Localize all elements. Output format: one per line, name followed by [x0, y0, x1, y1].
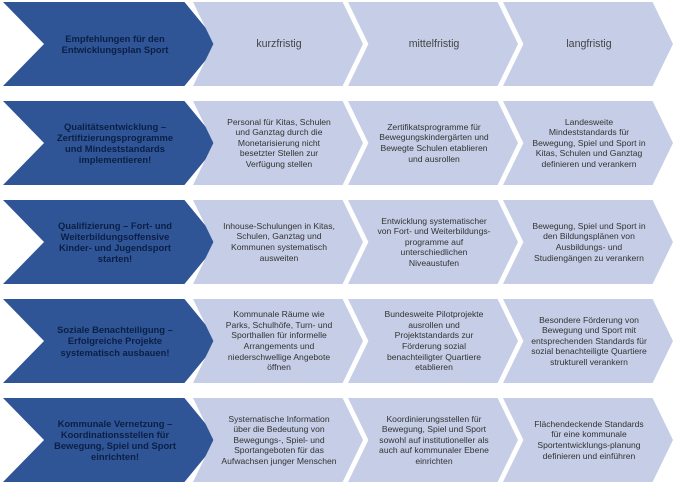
cell-short-term: Personal für Kitas, Schulen und Ganztag … — [193, 101, 363, 185]
column-langfristig: langfristig — [503, 2, 673, 86]
row-title-text: Soziale Benachteiligung – Erfolgreiche P… — [57, 324, 173, 358]
cell-text: Personal für Kitas, Schulen und Ganztag … — [227, 116, 331, 169]
cell-mid-term: Zertifikatsprogramme für Bewegungskinder… — [348, 101, 518, 185]
row-soziale-benachteiligung: Soziale Benachteiligung – Erfolgreiche P… — [0, 299, 685, 383]
header-title: Empfehlungen für den Entwicklungsplan Sp… — [3, 2, 219, 86]
row-title: Soziale Benachteiligung – Erfolgreiche P… — [3, 299, 219, 383]
cell-mid-term: Entwicklung systematischer von Fort- und… — [348, 200, 518, 284]
column-label: mittelfristig — [408, 37, 460, 50]
cell-mid-term: Bundesweite Pilotprojekte ausrollen und … — [348, 299, 518, 383]
cell-long-term: Bewegung, Spiel und Sport in den Bildung… — [503, 200, 673, 284]
row-title-text: Qualitätsentwicklung – Zertifizierungspr… — [56, 120, 174, 166]
row-title-text: Kommunale Vernetzung – Koordinationsstel… — [54, 417, 176, 463]
column-mittelfristig: mittelfristig — [348, 2, 518, 86]
cell-text: Zertifikatsprogramme für Bewegungskinder… — [379, 121, 489, 164]
row-title: Qualifizierung – Fort- und Weiterbildung… — [3, 200, 219, 284]
row-kommunale-vernetzung: Kommunale Vernetzung – Koordinationsstel… — [0, 398, 685, 482]
cell-text: Entwicklung systematischer von Fort- und… — [377, 215, 491, 268]
cell-text: Flächendeckende Standards für eine kommu… — [534, 418, 644, 461]
column-label: kurzfristig — [256, 37, 302, 50]
cell-short-term: Inhouse-Schulungen in Kitas, Schulen, Ga… — [193, 200, 363, 284]
cell-long-term: Landesweite Mindeststandards für Bewegun… — [503, 101, 673, 185]
cell-text: Landesweite Mindeststandards für Bewegun… — [532, 116, 646, 169]
cell-text: Bundesweite Pilotprojekte ausrollen und … — [384, 309, 484, 373]
cell-long-term: Flächendeckende Standards für eine kommu… — [503, 398, 673, 482]
header-row: Empfehlungen für den Entwicklungsplan Sp… — [0, 2, 685, 86]
cell-mid-term: Koordinierungsstellen für Bewegung, Spie… — [348, 398, 518, 482]
row-title: Kommunale Vernetzung – Koordinationsstel… — [3, 398, 219, 482]
cell-text: Bewegung, Spiel und Sport in den Bildung… — [532, 220, 646, 263]
cell-text: Inhouse-Schulungen in Kitas, Schulen, Ga… — [223, 220, 335, 263]
cell-text: Koordinierungsstellen für Bewegung, Spie… — [379, 413, 489, 466]
column-kurzfristig: kurzfristig — [193, 2, 363, 86]
cell-short-term: Kommunale Räume wie Parks, Schulhöfe, Tu… — [193, 299, 363, 383]
cell-short-term: Systematische Information über die Bedeu… — [193, 398, 363, 482]
cell-text: Besondere Förderung von Bewegung und Spo… — [531, 314, 647, 367]
row-qualitaetsentwicklung: Qualitätsentwicklung – Zertifizierungspr… — [0, 101, 685, 185]
cell-text: Systematische Information über die Bedeu… — [221, 413, 337, 466]
cell-long-term: Besondere Förderung von Bewegung und Spo… — [503, 299, 673, 383]
row-qualifizierung: Qualifizierung – Fort- und Weiterbildung… — [0, 200, 685, 284]
header-title-text: Empfehlungen für den Entwicklungsplan Sp… — [61, 32, 169, 55]
column-label: langfristig — [566, 37, 612, 50]
row-title-text: Qualifizierung – Fort- und Weiterbildung… — [57, 219, 173, 265]
row-title: Qualitätsentwicklung – Zertifizierungspr… — [3, 101, 219, 185]
cell-text: Kommunale Räume wie Parks, Schulhöfe, Tu… — [225, 309, 333, 373]
